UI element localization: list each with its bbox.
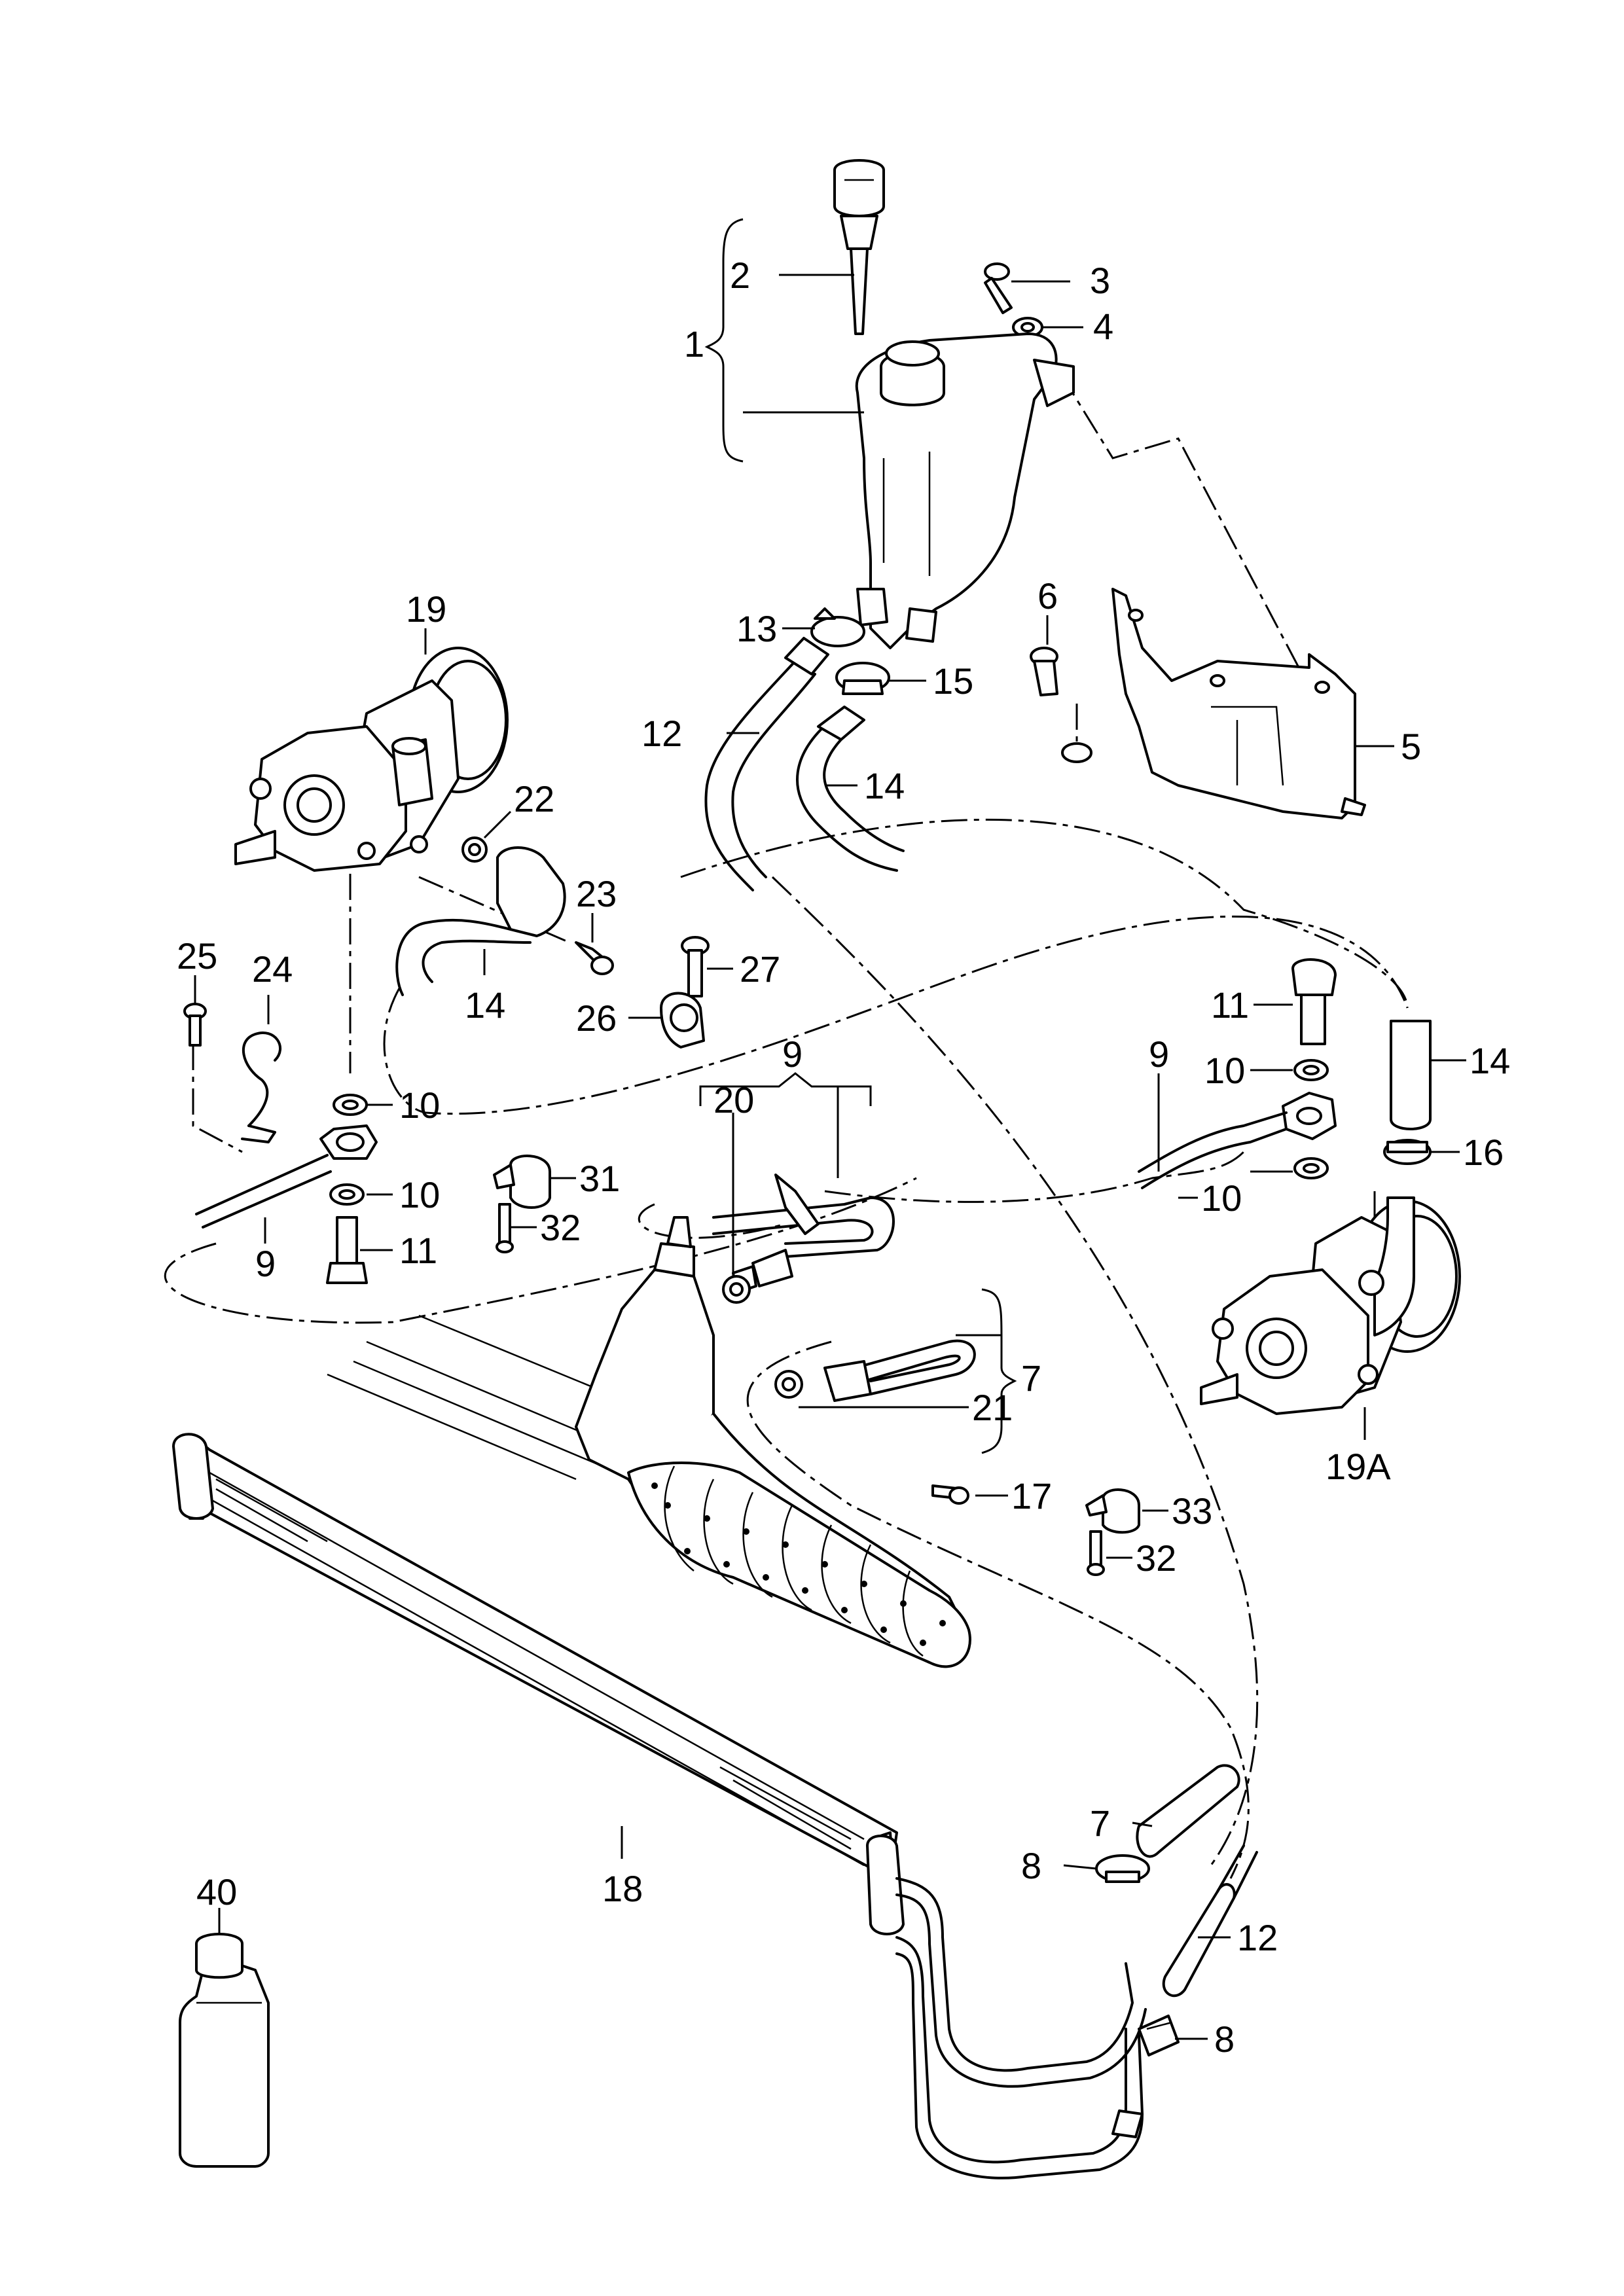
label-17: 17 [1011, 1475, 1052, 1516]
label-12-lower: 12 [1237, 1917, 1278, 1958]
seal-ring-20-part [722, 1275, 751, 1304]
label-10-right-mid: 10 [1201, 1177, 1242, 1219]
label-9-left: 9 [255, 1243, 276, 1284]
fluid-bottle-40-part [179, 1933, 270, 2168]
clamp-33-part [1085, 1488, 1140, 1534]
label-3: 3 [1090, 260, 1110, 301]
label-10-left-bottom: 10 [399, 1174, 440, 1215]
screw-3-part [984, 262, 1013, 314]
clamp-8-upper-part [1095, 1854, 1150, 1883]
label-31: 31 [579, 1158, 620, 1199]
line-7-part [823, 1339, 976, 1402]
label-8-upper: 8 [1021, 1845, 1041, 1886]
clamp-16-part [1383, 1139, 1432, 1165]
label-21: 21 [972, 1387, 1013, 1428]
label-1: 1 [684, 323, 704, 365]
banjo-fitting-left [319, 1124, 378, 1160]
washer-10-left-top [333, 1094, 368, 1116]
label-7-upper: 7 [1021, 1357, 1041, 1399]
label-14-right: 14 [1470, 1040, 1510, 1081]
label-9-right: 9 [1149, 1033, 1169, 1075]
label-14-lower: 14 [465, 984, 505, 1026]
dipstick-cap-part [833, 159, 885, 335]
label-10-left-top: 10 [399, 1085, 440, 1126]
label-25: 25 [177, 935, 217, 977]
clamp-15-part [835, 662, 890, 695]
label-16: 16 [1463, 1132, 1504, 1173]
clamp-31-part [493, 1155, 551, 1209]
pressure-line-9-center [712, 1174, 895, 1294]
hose-12-part [704, 637, 829, 891]
label-13: 13 [736, 608, 777, 649]
pressure-line-9-left [195, 1154, 332, 1229]
screw-25-part [183, 1003, 207, 1047]
label-32-lower: 32 [1136, 1537, 1176, 1579]
bracket-part [1111, 588, 1366, 819]
cooler-lines-part [895, 1877, 1147, 2179]
label-6: 6 [1038, 575, 1058, 617]
label-19: 19 [406, 588, 446, 630]
hose-14-right-part [1390, 1020, 1432, 1130]
cooler-18-part [172, 1433, 905, 1935]
rack-boot-part [627, 1462, 971, 1668]
bolt-27-part [681, 936, 710, 997]
clamp-8-lower-part [1138, 2015, 1180, 2056]
label-8-lower: 8 [1214, 2018, 1235, 2060]
banjo-bolt-11-left [326, 1216, 368, 1284]
banjo-bolt-11-right [1291, 958, 1337, 1045]
clip-24-part [241, 1031, 282, 1143]
bolt-23-part [575, 941, 614, 975]
label-12-upper: 12 [641, 713, 682, 754]
label-4: 4 [1093, 306, 1113, 347]
label-23: 23 [576, 873, 617, 914]
label-26: 26 [576, 997, 617, 1039]
routing-dash-lines [164, 372, 1409, 1879]
bolt-17-part [931, 1484, 969, 1505]
label-2: 2 [730, 255, 750, 296]
hose-7-lower-part [1136, 1764, 1240, 1858]
bolt-6-part [1030, 647, 1092, 763]
label-27: 27 [740, 948, 780, 990]
label-14-upper: 14 [864, 765, 905, 806]
label-7-lower: 7 [1090, 1803, 1110, 1844]
banjo-fitting-right [1282, 1092, 1337, 1140]
label-5: 5 [1401, 726, 1421, 767]
label-10-right-top: 10 [1204, 1050, 1245, 1091]
washer-10-left-bottom [329, 1183, 365, 1206]
clamp-13-part [810, 607, 865, 647]
reservoir-part [855, 332, 1075, 649]
seal-ring-22-part [461, 836, 488, 863]
label-24: 24 [252, 948, 293, 990]
leader-lines [194, 218, 1466, 2040]
label-15: 15 [933, 660, 973, 702]
washer-10-right-bottom [1293, 1157, 1329, 1179]
screw-32-upper [496, 1203, 514, 1253]
pump-19A-part [1200, 1196, 1461, 1415]
screw-32-lower [1087, 1530, 1105, 1576]
label-18: 18 [602, 1868, 643, 1909]
label-19A: 19A [1326, 1446, 1391, 1487]
callout-labels: 1 2 3 4 5 6 13 15 12 14 19 22 23 14 27 2… [177, 255, 1510, 2060]
label-32-upper: 32 [540, 1207, 581, 1248]
hose-14-upper-part [796, 706, 905, 872]
label-33: 33 [1172, 1490, 1212, 1532]
label-11-right: 11 [1211, 984, 1249, 1026]
label-40: 40 [196, 1871, 237, 1912]
clip-26-part [660, 992, 705, 1049]
pressure-line-9-right [1138, 1111, 1288, 1189]
hose-14-lower-part [395, 846, 566, 996]
label-11-left: 11 [399, 1230, 437, 1271]
seal-ring-21-part [774, 1370, 803, 1399]
pump-19-part [234, 647, 509, 872]
label-9-center: 9 [782, 1033, 803, 1075]
label-20: 20 [713, 1079, 754, 1121]
hose-12-lower-part [1162, 1844, 1258, 1998]
washer-10-right-top [1293, 1059, 1329, 1081]
label-22: 22 [514, 778, 554, 819]
